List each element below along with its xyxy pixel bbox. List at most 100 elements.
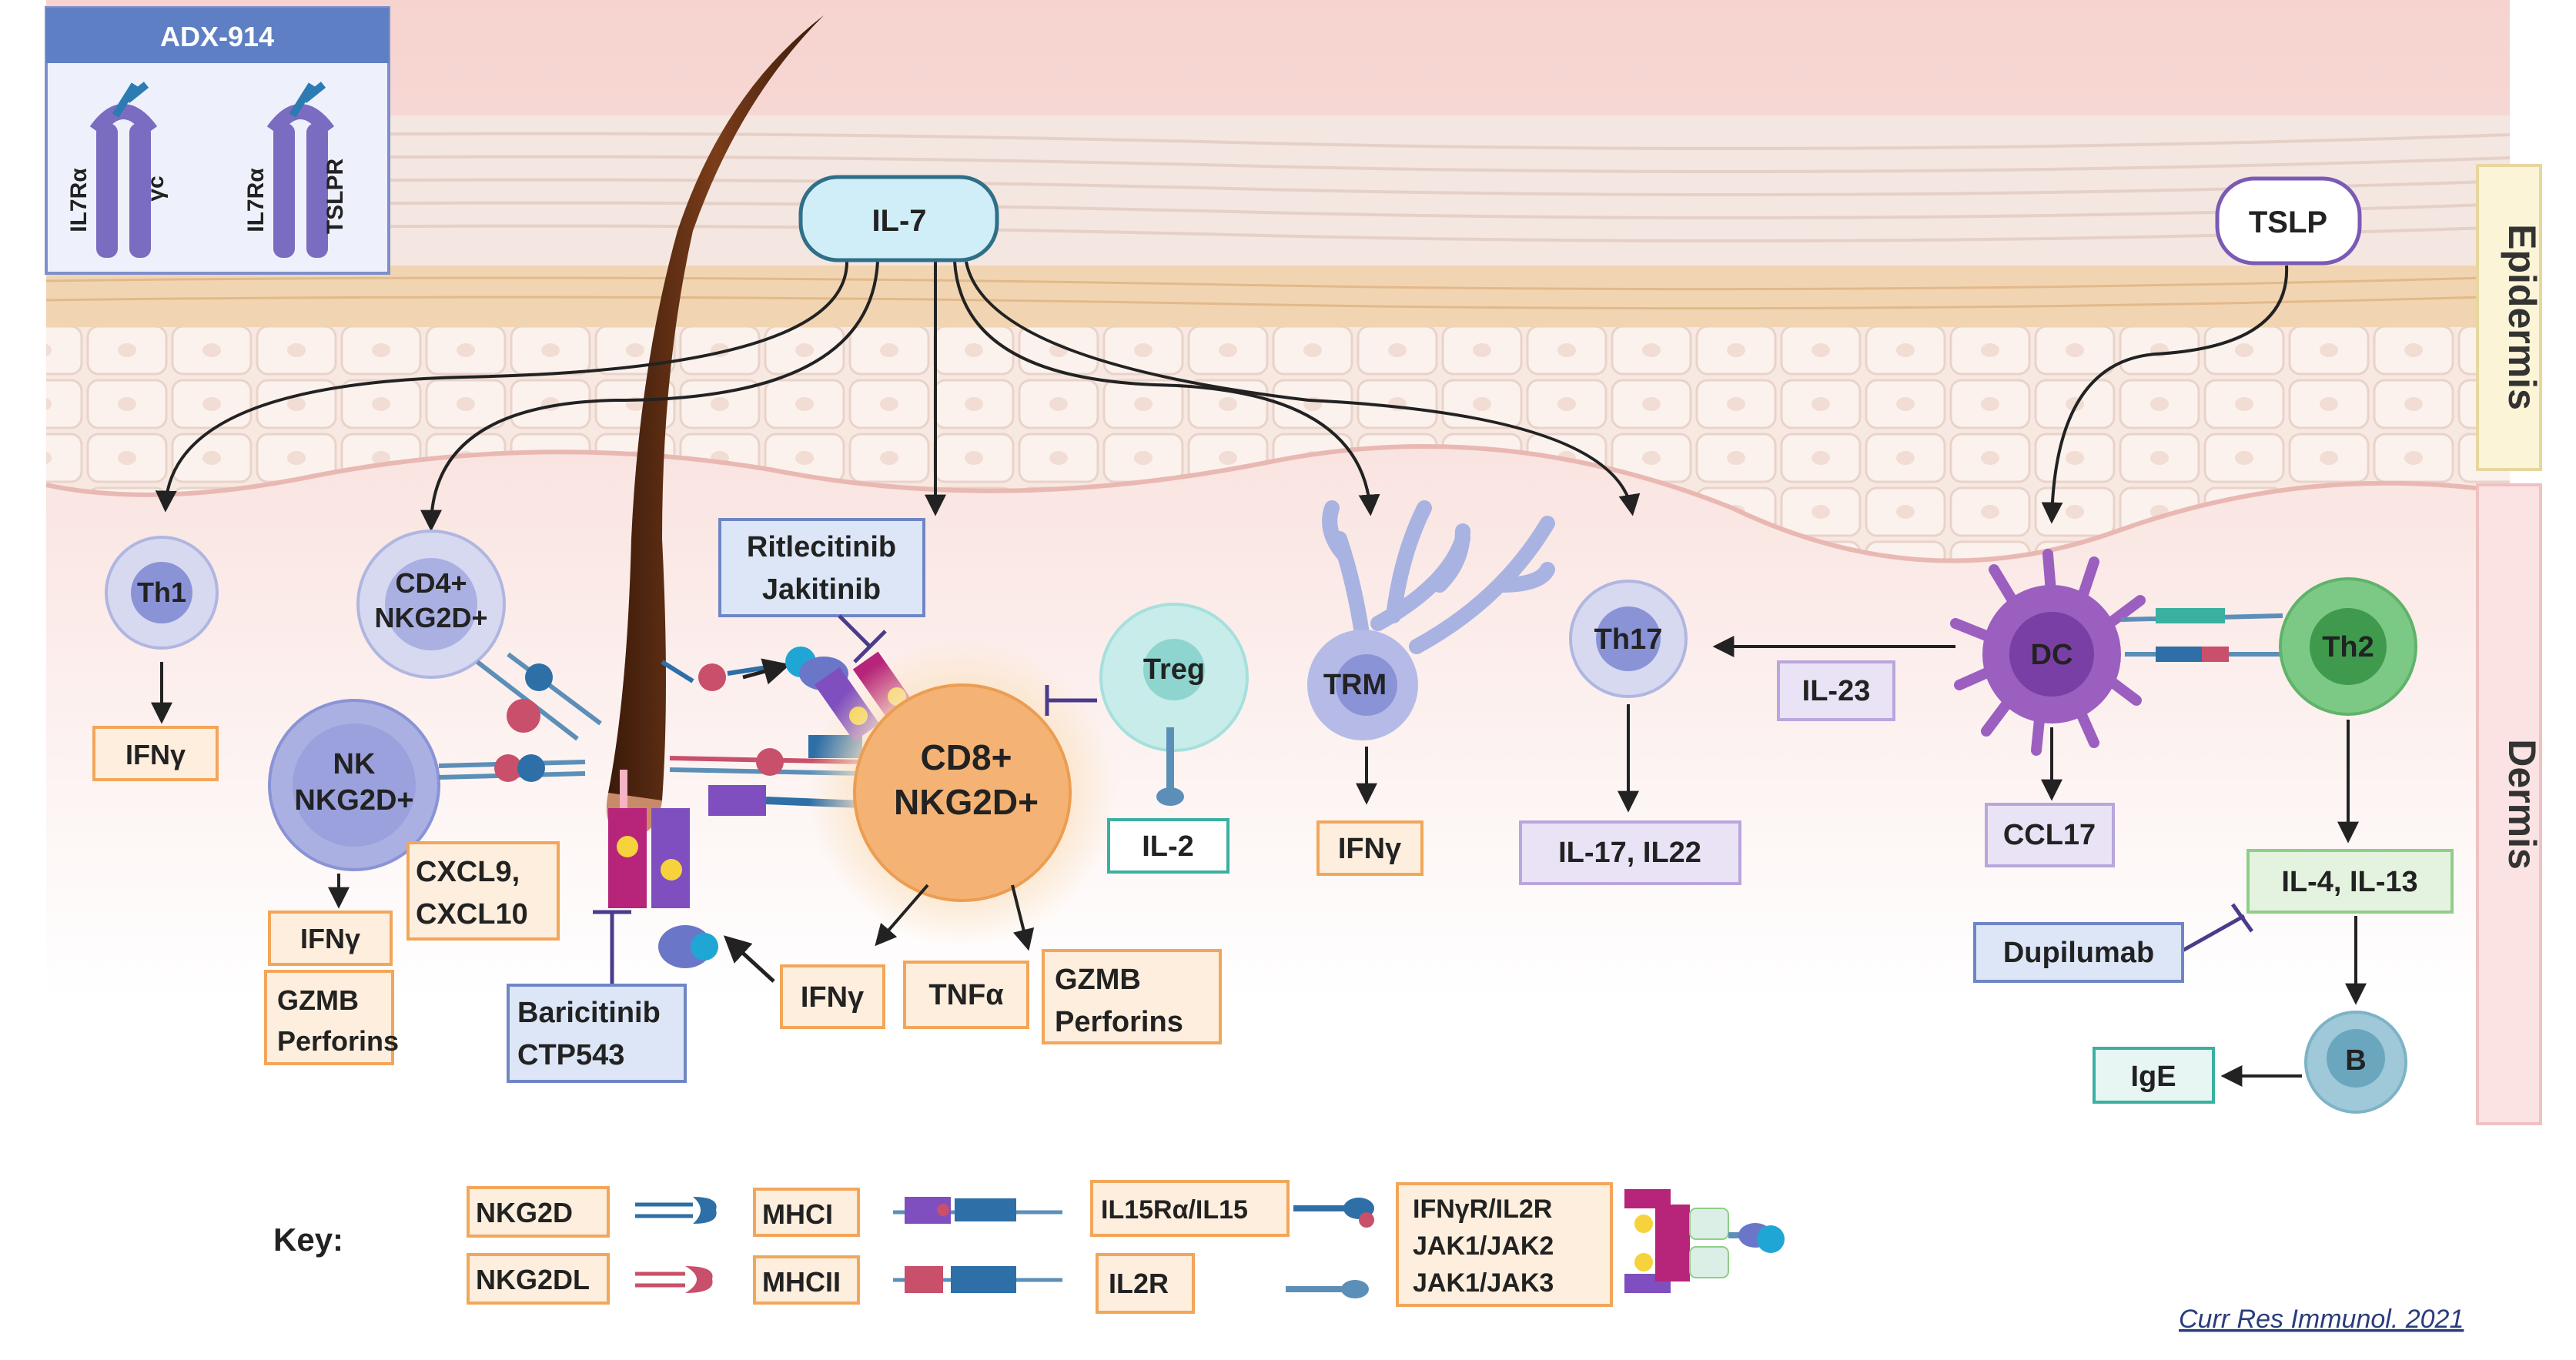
nk-receptor-link	[438, 754, 586, 782]
dc-cell: DC	[1950, 549, 2146, 756]
tslp-arrow	[2041, 265, 2289, 524]
svg-text:IFNγ: IFNγ	[300, 923, 360, 954]
svg-text:IgE: IgE	[2130, 1061, 2176, 1093]
il7-arrows	[155, 261, 1641, 532]
key-legend: Key: NKG2D NKG2DL MHCI MHCII	[273, 1180, 1785, 1314]
trm-output-box: IFNγ	[1316, 820, 1423, 876]
svg-text:TNFα: TNFα	[928, 979, 1003, 1011]
nkg2dl-key-icon	[635, 1266, 713, 1293]
svg-text:IL-23: IL-23	[1802, 675, 1871, 707]
svg-text:Epidermis: Epidermis	[2501, 224, 2544, 410]
svg-text:JAK1/JAK3: JAK1/JAK3	[1413, 1268, 1554, 1298]
cd8-tnf-box: TNFα	[903, 961, 1029, 1029]
mhci-key-icon	[893, 1197, 1062, 1224]
svg-text:DC: DC	[2031, 639, 2073, 671]
nk-gzmb-box: GZMB Perforins	[264, 970, 399, 1065]
svg-text:IL15Rα/IL15: IL15Rα/IL15	[1101, 1195, 1248, 1225]
th17-cell: Th17	[1569, 580, 1688, 698]
key-mhci-box	[753, 1188, 860, 1237]
svg-text:NK: NK	[333, 748, 376, 780]
nk-nkg2d-cell: NK NKG2D+	[268, 699, 440, 871]
b-cell: B	[2304, 1011, 2407, 1114]
svg-text:IL-4, IL-13: IL-4, IL-13	[2281, 866, 2417, 898]
dermis-label: Dermis	[2476, 483, 2544, 1125]
adx914-title: ADX-914	[160, 21, 274, 52]
trm-cell: TRM	[1307, 500, 1555, 740]
il7r-tslpr-receptor-icon	[266, 82, 335, 258]
th2-output-box: IL-4, IL-13	[2246, 849, 2454, 914]
svg-text:Dupilumab: Dupilumab	[2003, 937, 2154, 969]
ritlecitinib-box: Ritlecitinib Jakitinib	[718, 518, 925, 617]
il2-box: IL-2	[1107, 818, 1229, 874]
cd4-nkg2d-cell: CD4+ NKG2D+	[356, 530, 506, 679]
dupilumab-inhibit	[2181, 903, 2254, 953]
treg-cell: Treg	[1099, 603, 1249, 806]
svg-text:Baricitinib: Baricitinib	[517, 997, 661, 1029]
svg-text:GZMB: GZMB	[1055, 964, 1141, 996]
key-mhcii-box	[753, 1255, 860, 1305]
svg-text:Th2: Th2	[2322, 631, 2374, 663]
svg-text:Th17: Th17	[1594, 623, 1663, 656]
svg-text:TSLPR: TSLPR	[323, 159, 348, 235]
nkg2d-key-icon	[635, 1197, 717, 1224]
svg-text:γc: γc	[143, 175, 169, 201]
svg-text:CXCL9,: CXCL9,	[416, 856, 520, 888]
follicle-cd8-arrow	[742, 658, 791, 685]
svg-text:NKG2D+: NKG2D+	[294, 784, 413, 817]
svg-text:CXCL10: CXCL10	[416, 898, 528, 931]
svg-text:IFNγR/IL2R: IFNγR/IL2R	[1413, 1195, 1552, 1224]
key-title: Key:	[273, 1221, 343, 1258]
jak-receptor-key-icon	[1624, 1189, 1785, 1293]
svg-text:IL2R: IL2R	[1109, 1268, 1169, 1299]
adx914-inset: ADX-914 IL7Rα γc IL7Rα TSLPR	[45, 6, 390, 275]
svg-text:IL-17, IL22: IL-17, IL22	[1558, 837, 1701, 869]
il2r-key-icon	[1286, 1280, 1369, 1298]
svg-text:IL7Rα: IL7Rα	[66, 168, 92, 232]
svg-text:MHCI: MHCI	[762, 1198, 833, 1230]
svg-text:IL-2: IL-2	[1142, 830, 1194, 863]
cd4-receptor-link	[476, 652, 602, 741]
il23-box: IL-23	[1777, 660, 1895, 721]
svg-text:Treg: Treg	[1143, 653, 1205, 686]
svg-text:MHCII: MHCII	[762, 1266, 841, 1298]
svg-text:IL-7: IL-7	[871, 204, 926, 238]
svg-text:JAK1/JAK2: JAK1/JAK2	[1413, 1231, 1554, 1261]
key-il2r-box	[1096, 1253, 1195, 1314]
cd8-nkg2d-cell: CD8+ NKG2D+	[808, 639, 1116, 947]
epidermis-label: Epidermis	[2476, 164, 2544, 471]
svg-text:IFNγ: IFNγ	[1338, 833, 1401, 865]
svg-text:CD4+: CD4+	[395, 567, 467, 599]
cd8-gzmb-box: GZMB Perforins	[1042, 949, 1222, 1044]
svg-text:Jakitinib: Jakitinib	[762, 573, 881, 606]
mhcii-key-icon	[893, 1266, 1062, 1293]
svg-text:TSLP: TSLP	[2249, 206, 2327, 239]
baricitinib-box: Baricitinib CTP543	[507, 984, 687, 1083]
il7-pill: IL-7	[798, 175, 999, 262]
key-nkg2d-box	[467, 1186, 610, 1238]
key-il15-box	[1090, 1180, 1290, 1237]
cd8-arrow-ifn	[875, 884, 929, 947]
ritlecitinib-inhibit	[838, 614, 887, 663]
citation-text: Curr Res Immunol. 2021	[2179, 1305, 2464, 1334]
th17-output-box: IL-17, IL22	[1519, 820, 1741, 885]
cxcl-box: CXCL9, CXCL10	[406, 841, 560, 941]
svg-text:IFNγ: IFNγ	[125, 739, 186, 770]
svg-text:Perforins: Perforins	[1055, 1006, 1183, 1038]
cd8-ifn-box: IFNγ	[780, 964, 885, 1029]
cd8-arrow-tnf	[1011, 884, 1035, 951]
svg-text:IL7Rα: IL7Rα	[243, 168, 269, 232]
svg-text:Ritlecitinib: Ritlecitinib	[747, 531, 896, 563]
ige-box: IgE	[2093, 1047, 2215, 1104]
svg-text:GZMB: GZMB	[277, 984, 359, 1016]
follicle-jak-receptor	[608, 808, 718, 968]
svg-text:NKG2D+: NKG2D+	[374, 602, 487, 633]
treg-inhibit	[1045, 685, 1097, 716]
il15-key-icon	[1293, 1198, 1374, 1228]
tslp-pill: TSLP	[2215, 176, 2362, 266]
dupilumab-box: Dupilumab	[1973, 922, 2184, 983]
svg-text:CCL17: CCL17	[2003, 819, 2096, 851]
svg-text:TRM: TRM	[1323, 669, 1387, 701]
svg-text:Th1: Th1	[137, 576, 186, 608]
svg-text:B: B	[2345, 1044, 2366, 1077]
